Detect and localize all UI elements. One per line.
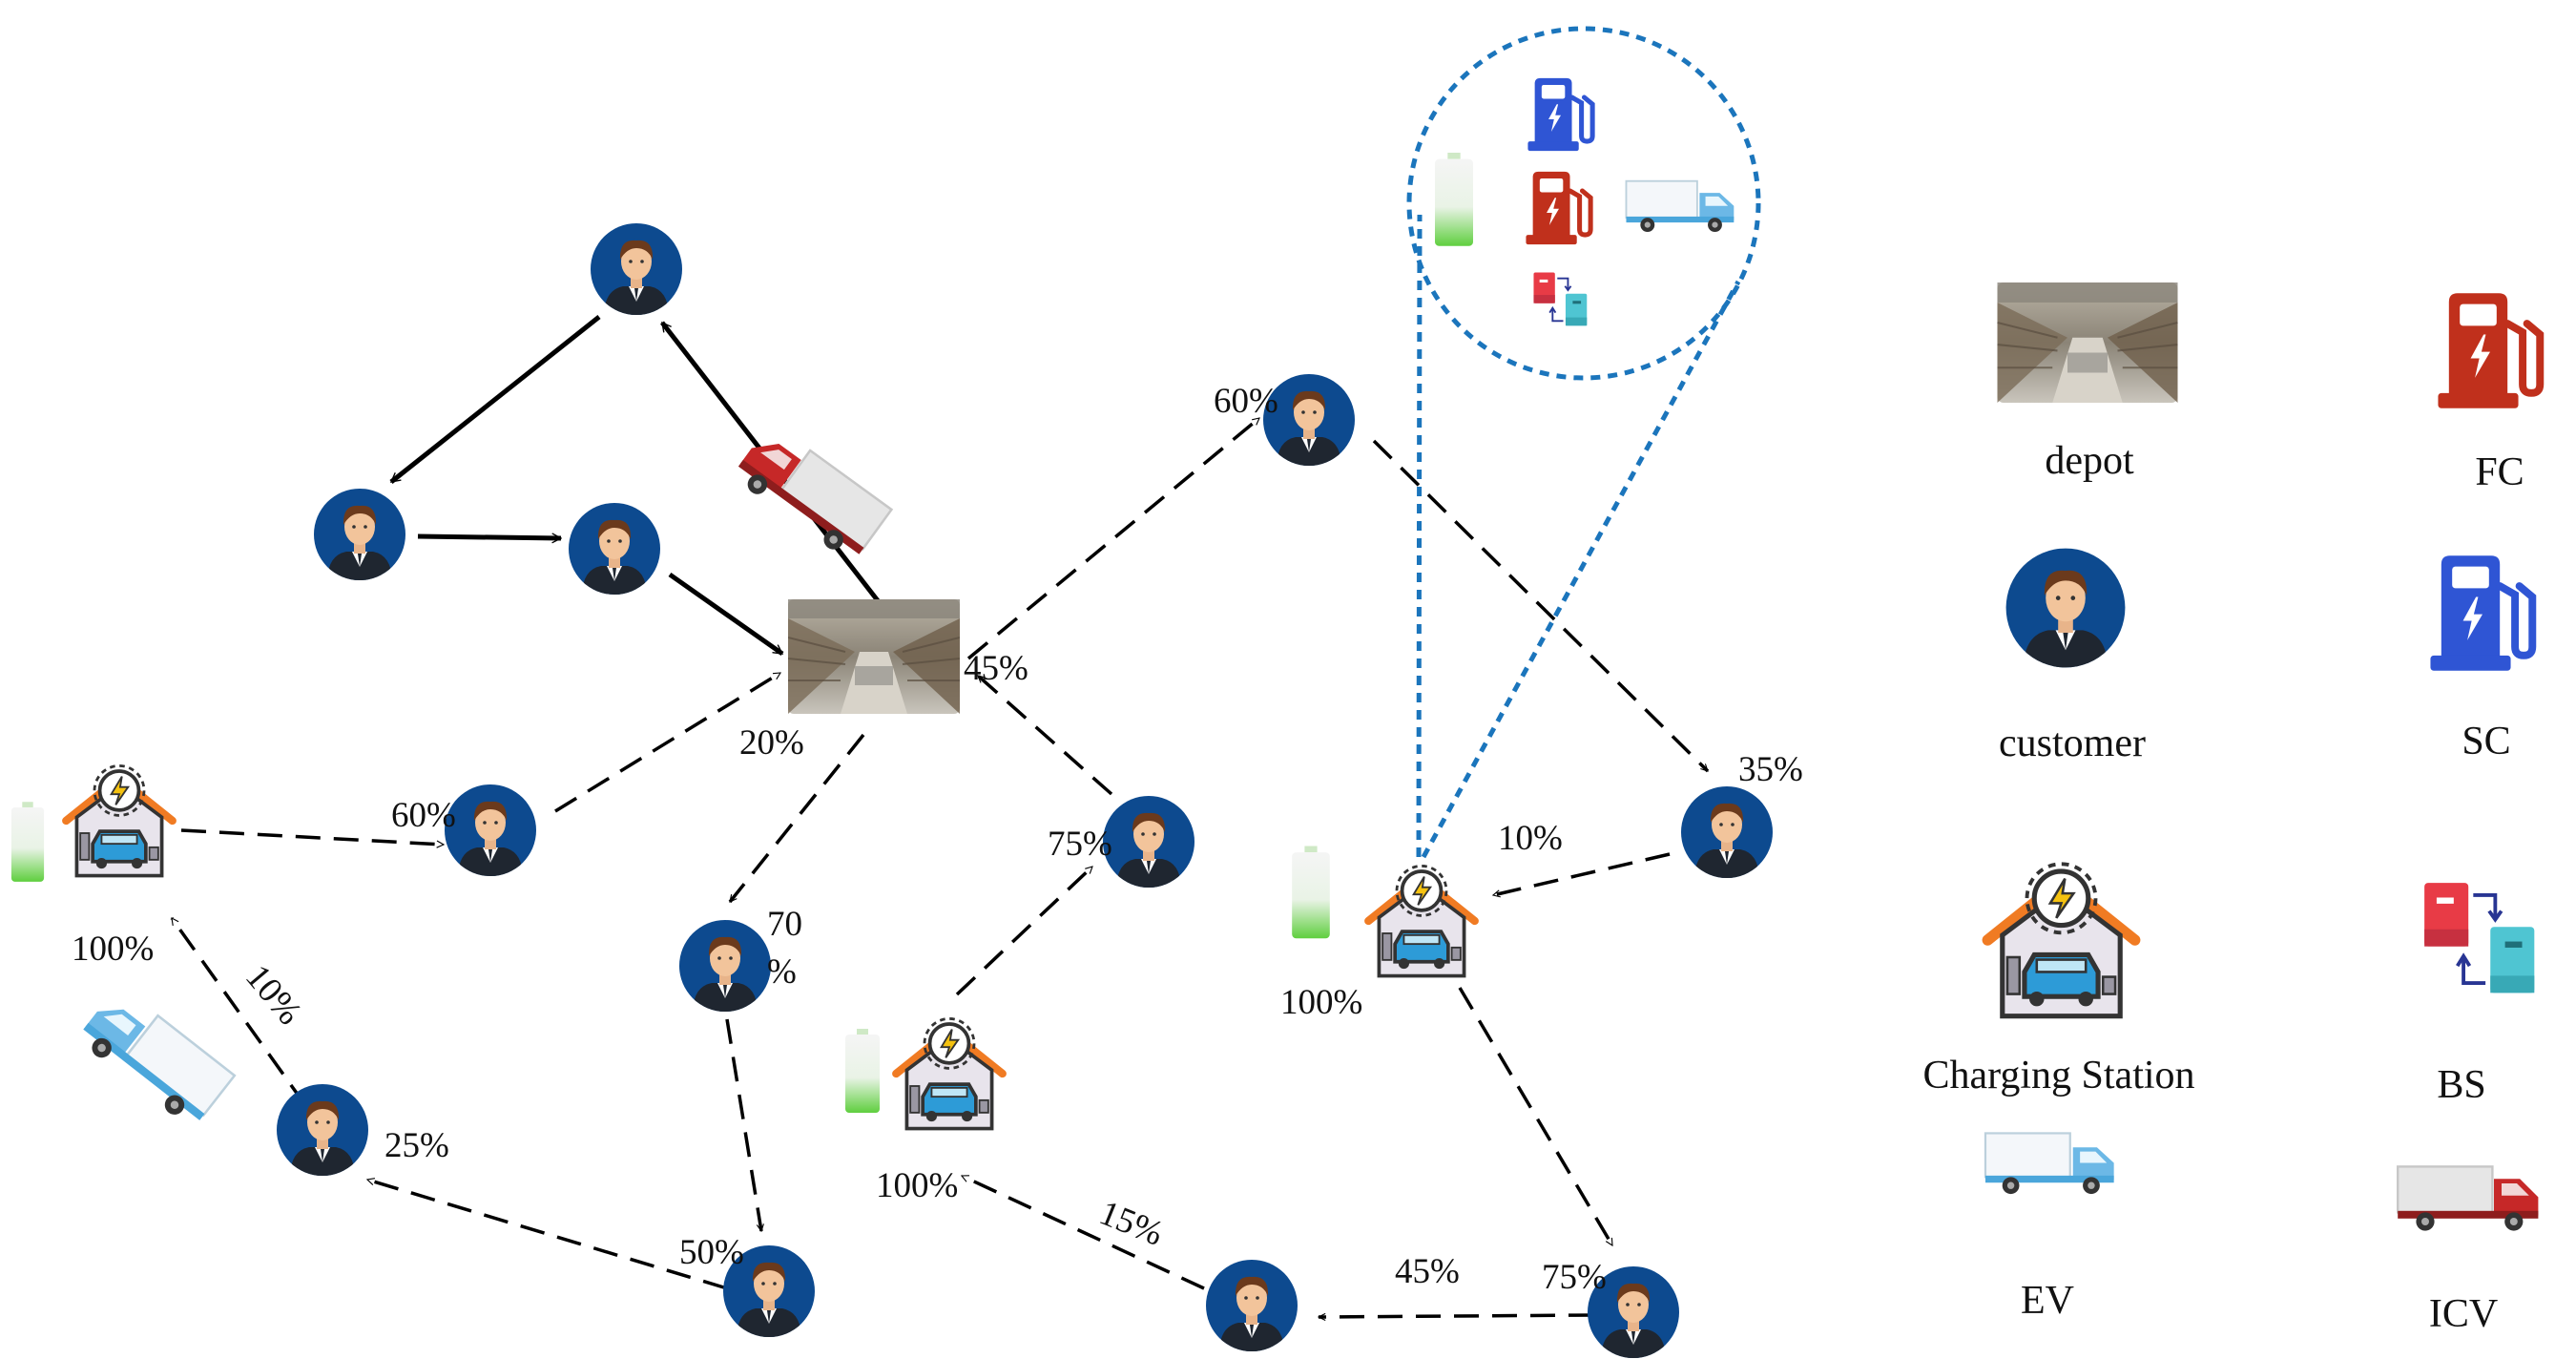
dashed-routes [170, 416, 1710, 1317]
customer-node [1681, 786, 1773, 880]
ev-truck-icon [73, 983, 237, 1132]
battery-icon [1292, 846, 1330, 939]
ev-truck-icon [1625, 179, 1735, 234]
sc-icon [1527, 78, 1592, 151]
edge-c45-csm [962, 1174, 1205, 1290]
edge-c50-c25 [367, 1180, 728, 1290]
zoom-connector-right [1421, 280, 1741, 859]
zoom-callout [1406, 26, 1761, 859]
legend-depot-label: depot [2045, 439, 2134, 483]
edge-pct-label: 10% [238, 957, 309, 1032]
legend: depot FC customer SC Charging Station BS… [1922, 282, 2540, 1336]
station-pct-label: 100% [1280, 983, 1362, 1022]
edge-c35-csr [1493, 852, 1671, 895]
edge-pct-label: 10% [1498, 819, 1563, 858]
legend-sc-label: SC [2462, 720, 2510, 763]
legend-charging-station-icon [1987, 864, 2134, 1015]
legend-ev-icon [1984, 1131, 2116, 1196]
customer-node [1206, 1260, 1298, 1353]
customer-node [277, 1084, 368, 1178]
customer-node [591, 223, 682, 317]
station-pct-label: 100% [72, 930, 154, 969]
customer-pct-label: 75% [1542, 1258, 1607, 1297]
customer-node [1103, 796, 1195, 889]
customer-pct-label: 75% [1048, 825, 1112, 864]
customer-pct-label: 60% [391, 796, 456, 835]
customer-node [679, 920, 771, 1014]
legend-icv-icon [2396, 1164, 2540, 1233]
customer-pct-label: 70 [767, 905, 802, 944]
legend-ev-label: EV [2021, 1279, 2074, 1323]
legend-fc-icon [2438, 293, 2540, 408]
legend-sc-icon [2430, 555, 2532, 670]
edge-c25-csl [170, 918, 307, 1107]
edge-c1-c2 [389, 315, 601, 484]
legend-customer-icon [2006, 549, 2126, 670]
edge-c3-depot [668, 572, 784, 657]
edge-depot-c60 [966, 416, 1261, 660]
zoom-connector-left [1416, 214, 1423, 858]
customer-pct-label: 60% [1214, 382, 1278, 421]
edge-c60l-depot [554, 671, 780, 813]
charging-station-node [896, 1018, 1002, 1128]
customer-node [445, 784, 536, 878]
customer-pct-label: 25% [384, 1126, 449, 1165]
edge-csr-c75b [1458, 987, 1614, 1245]
legend-charging-station-label: Charging Station [1922, 1054, 2194, 1098]
edge-c75-depot [976, 674, 1113, 796]
legend-icv-label: ICV [2429, 1292, 2498, 1336]
fc-icon [1526, 172, 1590, 244]
legend-customer-label: customer [1999, 721, 2146, 765]
customer-node [314, 489, 405, 582]
edge-csm-c75 [955, 865, 1094, 996]
customer-pct-label: 45% [1395, 1252, 1460, 1291]
charging-station-node [66, 765, 172, 875]
charging-station-node [1368, 866, 1474, 975]
battery-icon [1435, 153, 1473, 246]
battery-icon [10, 802, 45, 882]
edge-c2-c3 [417, 536, 561, 538]
depot-node [788, 599, 960, 714]
edge-pct-label: 45% [964, 649, 1028, 688]
customer-pct-label: 50% [679, 1233, 744, 1272]
depot-pct-label: 20% [739, 723, 804, 763]
zoom-circle [1406, 26, 1761, 381]
legend-bs-icon [2422, 881, 2537, 995]
edge-csl-c60l [180, 828, 444, 845]
edge-c60-c35 [1372, 439, 1710, 773]
edge-c70-c50 [725, 1018, 761, 1231]
edge-c75b-c45 [1319, 1315, 1594, 1317]
station-pct-label: 100% [876, 1166, 958, 1205]
legend-fc-label: FC [2475, 450, 2524, 494]
battery-icon [845, 1029, 880, 1113]
legend-depot-icon [1996, 282, 2179, 403]
legend-bs-label: BS [2437, 1063, 2485, 1107]
edge-pct-label: 15% [1094, 1193, 1169, 1253]
customer-node [569, 503, 660, 596]
battery-swap-icon [1532, 271, 1589, 327]
customer-pct-label: 35% [1738, 750, 1803, 789]
customer-pct-label: % [767, 952, 797, 992]
